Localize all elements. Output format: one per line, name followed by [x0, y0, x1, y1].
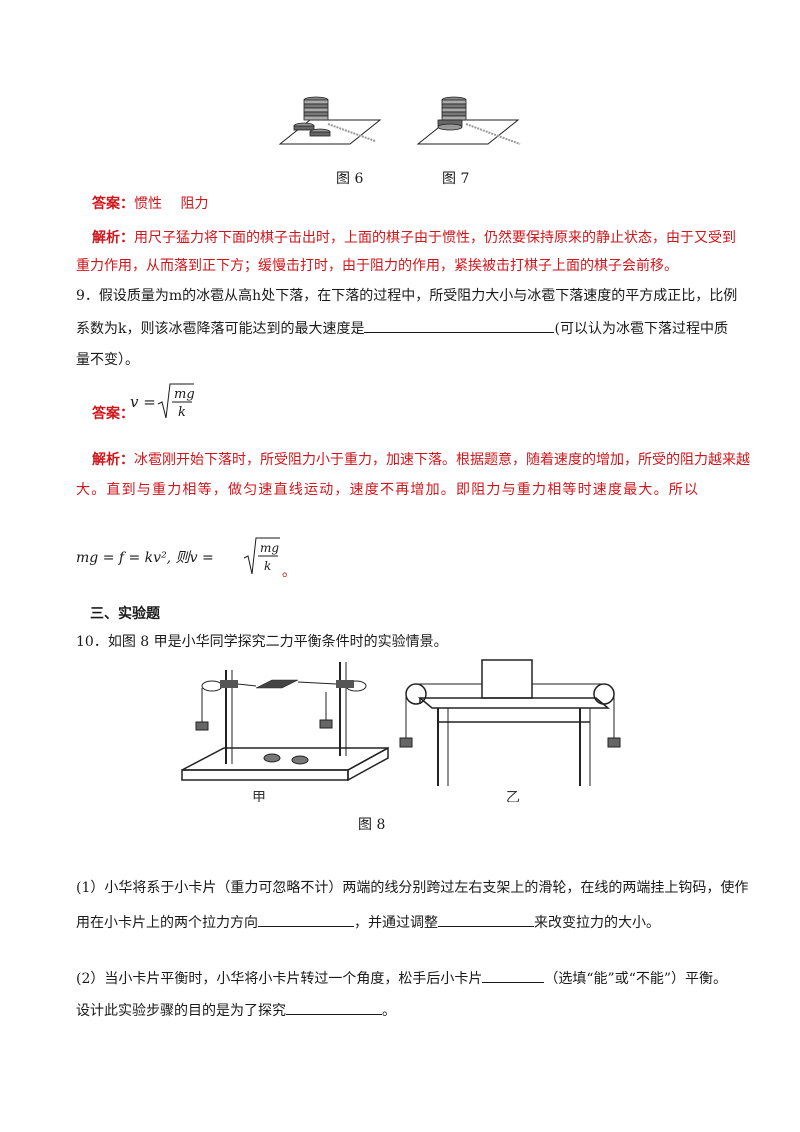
q8-analysis-line-2: 重力作用，从而落到正下方；缓慢击打时，由于阻力的作用，紧挨被击打棋子上面的棋子会… [76, 258, 678, 274]
q10-balance-blank[interactable] [482, 968, 545, 983]
q9-line-2: 系数为k，则该冰雹降落可能达到的最大速度是 (可以认为冰雹下落过程中质 [76, 318, 728, 339]
q10-p2-text-a: (2）当小卡片平衡时，小华将小卡片转过一个角度，松手后小卡片 [76, 971, 483, 987]
q8-analysis-line-1: 解析：用尺子猛力将下面的棋子击出时，上面的棋子由于惯性，仍然要保持原来的静止状态… [92, 228, 736, 248]
q9-equation: mg = f = kv², 则v = mg k 。 [76, 537, 296, 580]
q10-part1-line-1: (1）小华将系于小卡片（重力可忽略不计）两端的线分别跨过左右支架上的滑轮，在线的… [76, 880, 749, 896]
figure-7-caption: 图 7 [442, 171, 470, 187]
figure-6-caption: 图 6 [336, 171, 364, 187]
q10-adjust-blank[interactable] [438, 912, 534, 927]
eq-numerator: mg [260, 541, 279, 555]
q9-line2-tail: (可以认为冰雹下落过程中质 [554, 321, 728, 337]
q9-answer-label: 答案： [92, 406, 134, 422]
answer-text: 惯性 阻力 [134, 196, 209, 212]
figure-7-chess-stack [416, 96, 521, 145]
figure-8-caption: 图 8 [358, 817, 386, 833]
q8-answer: 答案：惯性 阻力 [92, 194, 208, 214]
formula-v: v = [130, 393, 156, 411]
q10-direction-blank[interactable] [258, 912, 354, 927]
q9-answer-blank[interactable] [364, 318, 555, 333]
q9-line-1: 9．假设质量为m的冰雹从高h处下落，在下落的过程中，所受阻力大小与冰雹下落速度的… [76, 288, 738, 304]
figure-label-b: 乙 [506, 790, 520, 802]
q10-p2-text-b: （选填“能”或“不能”）平衡。 [544, 971, 728, 987]
eq-end: 。 [282, 564, 296, 580]
q10-p1-text-c: 来改变拉力的大小。 [534, 915, 660, 931]
analysis-label: 解析： [92, 230, 134, 246]
q10-part2-line-1: (2）当小卡片平衡时，小华将小卡片转过一个角度，松手后小卡片 （选填“能”或“不能… [76, 968, 727, 989]
figure-label-a: 甲 [252, 790, 266, 802]
figure-6-chess-stack [278, 96, 382, 145]
q9-analysis-line-2: 大。直到与重力相等，做匀速直线运动，速度不再增加。即阻力与重力相等时速度最大。所… [76, 482, 700, 498]
q9-analysis-line-1: 解析：冰雹刚开始下落时，所受阻力小于重力，加速下落。根据题意，随着速度的增加，所… [92, 450, 750, 470]
q10-p2-text-d: 。 [382, 1003, 396, 1019]
answer-label: 答案： [92, 196, 134, 212]
formula-denominator: k [178, 405, 186, 420]
q10-p1-text-a: 用在小卡片上的两个拉力方向 [76, 915, 258, 931]
figure-8-apparatus: 甲 乙 [181, 659, 621, 802]
section-heading: 三、实验题 [90, 606, 160, 622]
analysis-text: 冰雹刚开始下落时，所受阻力小于重力，加速下落。根据题意，随着速度的增加，所受的阻… [134, 452, 750, 468]
analysis-text: 用尺子猛力将下面的棋子击出时，上面的棋子由于惯性，仍然要保持原来的静止状态，由于… [134, 230, 736, 246]
q10-p2-text-c: 设计此实验步骤的目的是为了探究 [76, 1003, 286, 1019]
eq-denominator: k [264, 559, 271, 573]
q10-part1-line-2: 用在小卡片上的两个拉力方向 ，并通过调整 来改变拉力的大小。 [76, 912, 660, 933]
q10-part2-line-2: 设计此实验步骤的目的是为了探究 。 [76, 1000, 396, 1021]
q9-answer-formula: v = mg k [130, 383, 195, 420]
analysis-label: 解析： [92, 452, 134, 468]
q10-intro: 10．如图 8 甲是小华同学探究二力平衡条件时的实验情景。 [76, 634, 448, 650]
q9-line2-text: 系数为k，则该冰雹降落可能达到的最大速度是 [76, 321, 365, 337]
q10-purpose-blank[interactable] [286, 1000, 382, 1015]
eq-left: mg = f = kv², 则v = [76, 550, 214, 566]
q10-p1-text-b: ，并通过调整 [354, 915, 438, 931]
formula-numerator: mg [174, 387, 195, 402]
q9-line-3: 量不变）。 [76, 352, 139, 368]
